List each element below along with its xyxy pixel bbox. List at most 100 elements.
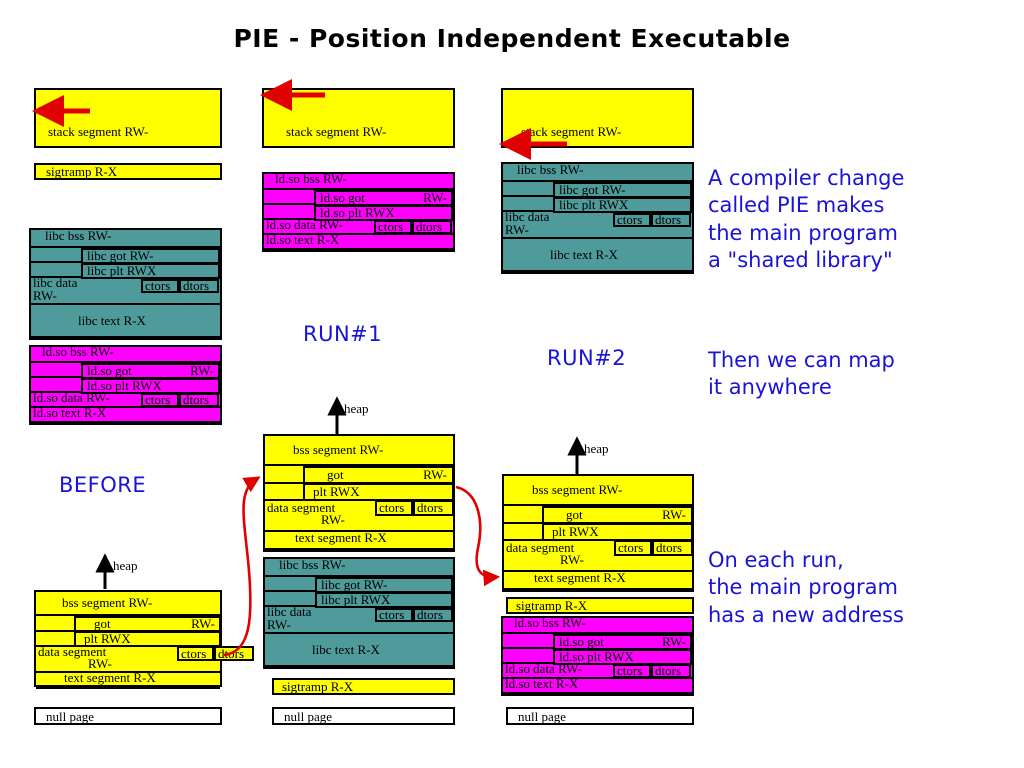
libc-data-perm-label: RW- — [33, 288, 57, 303]
ldso-ctors-box: ctors — [374, 219, 412, 234]
dtors-label: dtors — [417, 500, 443, 515]
bss-segment-row: bss segment RW- — [504, 476, 692, 506]
run1-null-page: null page — [272, 707, 455, 725]
run1-libc-group: libc bss RW- libc data RW- libc text R-X… — [263, 557, 455, 669]
before-ldso-group: ld.so bss RW- ld.so data RW- ld.so text … — [29, 345, 222, 425]
ldso-ctors-label: ctors — [378, 219, 404, 234]
run1-stack-segment: stack segment RW- — [262, 88, 455, 148]
libc-ctors-box: ctors — [613, 212, 651, 227]
heap-label-run2: heap — [584, 441, 609, 456]
stack-segment-label: stack segment RW- — [48, 124, 149, 139]
bss-segment-label: bss segment RW- — [293, 442, 384, 457]
got-perm-label: RW- — [423, 467, 447, 482]
libc-data-label: libc data — [505, 209, 550, 224]
bss-segment-label: bss segment RW- — [532, 482, 623, 497]
ldso-data-row: ld.so data RW- — [503, 661, 692, 679]
note-new-address: On each run, the main program has a new … — [708, 548, 904, 627]
data-segment-label: data segment — [267, 500, 336, 515]
ldso-ctors-box: ctors — [141, 392, 179, 407]
ctors-box: ctors — [375, 500, 413, 516]
ldso-text-row: ld.so text R-X — [264, 233, 453, 250]
libc-data-row: libc data RW- — [503, 209, 692, 239]
dtors-box: dtors — [214, 646, 254, 661]
got-label: got — [327, 467, 344, 482]
ldso-bss-label: ld.so bss RW- — [275, 171, 347, 186]
libc-got-label: libc got RW- — [321, 577, 388, 592]
bss-segment-row: bss segment RW- — [265, 436, 453, 466]
ldso-bss-row: ld.so bss RW- — [264, 171, 453, 190]
null-page-label: null page — [518, 709, 567, 724]
libc-text-row: libc text R-X — [265, 634, 453, 667]
libc-dtors-box: dtors — [413, 607, 453, 622]
ldso-dtors-box: dtors — [412, 219, 452, 234]
libc-plt-box: libc plt RWX — [553, 197, 692, 213]
libc-bss-label: libc bss RW- — [45, 228, 112, 243]
plt-box: plt RWX — [303, 483, 454, 501]
ldso-ctors-box: ctors — [613, 663, 651, 678]
plt-label: plt RWX — [313, 484, 360, 499]
libc-ctors-label: ctors — [379, 607, 405, 622]
null-page-label: null page — [284, 709, 333, 724]
ldso-plt-label: ld.so plt RWX — [559, 649, 634, 664]
ldso-got-box: ld.so got RW- — [314, 190, 453, 206]
plt-box: plt RWX — [542, 523, 693, 541]
ldso-data-label: ld.so data RW- — [505, 661, 582, 676]
relocation-arrow-before-to-run1 — [223, 476, 261, 657]
run2-stack-segment: stack segment RW- — [501, 88, 694, 148]
data-segment-label: data segment — [506, 540, 575, 555]
run2-ldso-group: ld.so bss RW- ld.so data RW- ld.so text … — [501, 616, 694, 696]
ldso-text-label: ld.so text R-X — [505, 676, 579, 691]
stack-segment-label: stack segment RW- — [521, 124, 622, 139]
libc-text-label: libc text R-X — [312, 642, 380, 657]
libc-dtors-label: dtors — [183, 278, 209, 293]
got-box: got RW- — [542, 506, 693, 524]
libc-plt-label: libc plt RWX — [87, 263, 157, 278]
column-label-run2: RUN#2 — [547, 346, 627, 370]
text-segment-label: text segment R-X — [64, 670, 156, 685]
ldso-got-box: ld.so got RW- — [553, 634, 692, 650]
data-segment-perm-label: RW- — [88, 656, 112, 671]
ldso-got-perm-label: RW- — [423, 190, 447, 205]
libc-data-row: libc data RW- — [31, 276, 220, 305]
run2-main-program-group: bss segment RW- data segment RW- text se… — [502, 474, 694, 592]
dtors-box: dtors — [652, 540, 693, 556]
data-segment-row: data segment RW- — [265, 501, 453, 532]
text-segment-label: text segment R-X — [534, 570, 626, 585]
ldso-data-label: ld.so data RW- — [33, 390, 110, 405]
run2-libc-group: libc bss RW- libc data RW- libc text R-X… — [501, 162, 694, 274]
ldso-plt-label: ld.so plt RWX — [87, 378, 162, 393]
dtors-label: dtors — [656, 540, 682, 555]
libc-plt-box: libc plt RWX — [81, 263, 220, 279]
libc-ctors-label: ctors — [145, 278, 171, 293]
before-sigtramp: sigtramp R-X — [34, 163, 222, 180]
text-segment-row: text segment R-X — [504, 570, 692, 590]
plt-box: plt RWX — [74, 631, 221, 647]
run2-null-page: null page — [506, 707, 694, 725]
ldso-got-label: ld.so got — [320, 190, 365, 205]
relocation-arrow-run1-to-run2 — [455, 485, 501, 587]
stack-segment-label: stack segment RW- — [286, 124, 387, 139]
page-title: PIE - Position Independent Executable — [233, 24, 791, 53]
libc-bss-row: libc bss RW- — [31, 228, 220, 248]
text-segment-row: text segment R-X — [36, 670, 220, 689]
libc-data-label: libc data — [267, 604, 312, 619]
ctors-label: ctors — [379, 500, 405, 515]
libc-text-row: libc text R-X — [31, 305, 220, 338]
ldso-dtors-box: dtors — [179, 392, 219, 407]
ldso-got-perm-label: RW- — [662, 634, 686, 649]
dtors-box: dtors — [413, 500, 454, 516]
ldso-got-perm-label: RW- — [190, 363, 214, 378]
got-label: got — [566, 507, 583, 522]
got-perm-label: RW- — [662, 507, 686, 522]
ldso-bss-row: ld.so bss RW- — [31, 345, 220, 363]
before-main-program-group: bss segment RW- data segment RW- text se… — [34, 590, 254, 689]
sigtramp-label: sigtramp R-X — [282, 679, 354, 694]
libc-text-label: libc text R-X — [550, 247, 618, 262]
ldso-plt-label: ld.so plt RWX — [320, 205, 395, 220]
got-box: got RW- — [303, 466, 454, 484]
libc-bss-row: libc bss RW- — [265, 558, 453, 577]
libc-data-perm-label: RW- — [505, 222, 529, 237]
libc-plt-label: libc plt RWX — [321, 592, 391, 607]
dtors-label: dtors — [218, 646, 244, 661]
plt-label: plt RWX — [84, 631, 131, 646]
